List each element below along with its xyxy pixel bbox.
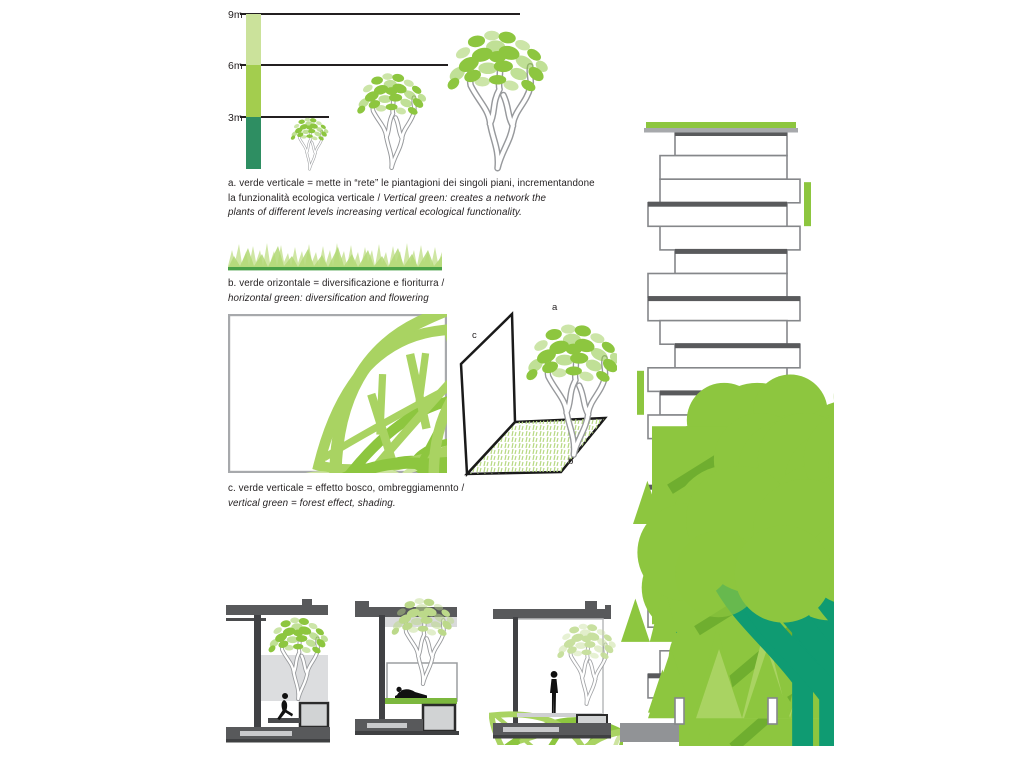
tree-height-scale-diagram: 9m 6m 3m xyxy=(228,9,558,176)
balcony-section-standing xyxy=(489,595,623,745)
large-tree-illustration xyxy=(445,30,550,168)
slab xyxy=(659,178,801,204)
top-slab xyxy=(226,605,328,615)
scale-bar-top xyxy=(246,14,261,65)
balcony-section-lying xyxy=(355,593,459,735)
top-slab xyxy=(493,609,611,619)
caption-vertical-green: a. verde verticale = mette in “rete” le … xyxy=(228,177,658,221)
tower-elevation xyxy=(620,122,834,746)
slab-cap xyxy=(675,131,787,136)
caption-a-line1: a. verde verticale = mette in “rete” le … xyxy=(228,178,595,189)
caption-a-line3: plants of different levels increasing ve… xyxy=(228,207,522,218)
green-side-panel xyxy=(804,182,811,227)
bench xyxy=(268,718,300,723)
slab-cap xyxy=(675,248,787,254)
corner-planes-diagram: a c b xyxy=(459,302,617,478)
caption-horizontal-green: b. verde orizontale = diversificazione e… xyxy=(228,277,528,306)
slab-cap xyxy=(675,343,800,349)
slab xyxy=(647,272,788,298)
planter-box xyxy=(298,701,330,729)
roof-slab xyxy=(644,128,798,133)
base-column xyxy=(674,697,685,725)
building-base xyxy=(674,697,778,725)
left-wall xyxy=(513,617,518,727)
person-standing xyxy=(550,670,558,715)
sunken-planter xyxy=(421,703,457,733)
slab-cap xyxy=(648,201,787,207)
green-side-panel xyxy=(637,370,644,415)
roof-garden xyxy=(637,122,834,746)
slab xyxy=(659,225,801,251)
tick-label-3m: 3m xyxy=(228,112,243,124)
tick-label-9m: 9m xyxy=(228,9,243,21)
person-lying xyxy=(395,686,427,698)
slab-cap xyxy=(648,296,800,302)
medium-tree-illustration xyxy=(356,73,428,168)
caption-a-line2: la funzionalità ecologica verticale / Ve… xyxy=(228,192,547,204)
tick-label-6m: 6m xyxy=(228,60,243,72)
top-slab xyxy=(355,607,457,617)
small-tree-illustration xyxy=(288,116,331,171)
grass-baseline xyxy=(228,267,442,271)
lawn-strip xyxy=(385,698,457,704)
left-wall xyxy=(254,615,261,729)
person-sitting xyxy=(277,692,293,720)
balcony-section-sitting xyxy=(226,599,338,743)
caption-forest-effect: c. verde verticale = effetto bosco, ombr… xyxy=(228,482,528,511)
slab xyxy=(659,154,788,180)
leaf-pattern-box xyxy=(228,314,447,473)
base-column xyxy=(767,697,778,725)
horizontal-green-grass-illustration xyxy=(228,243,442,271)
caption-b-line1: b. verde orizontale = diversificazione e… xyxy=(228,278,445,289)
caption-c-line2: vertical green = forest effect, shading. xyxy=(228,497,396,509)
corner-label-a: a xyxy=(552,302,558,313)
pale-tree xyxy=(554,621,620,706)
corner-label-b: b xyxy=(568,456,573,467)
scale-bar-bottom xyxy=(246,117,261,169)
corner-label-c: c xyxy=(472,330,477,341)
slab xyxy=(659,319,788,346)
caption-c-line1: c. verde verticale = effetto bosco, ombr… xyxy=(228,483,465,494)
wall-plane xyxy=(459,311,517,478)
caption-b-line2: horizontal green: diversification and fl… xyxy=(228,292,429,304)
left-wall xyxy=(379,615,385,723)
scale-bar-mid xyxy=(246,65,261,117)
